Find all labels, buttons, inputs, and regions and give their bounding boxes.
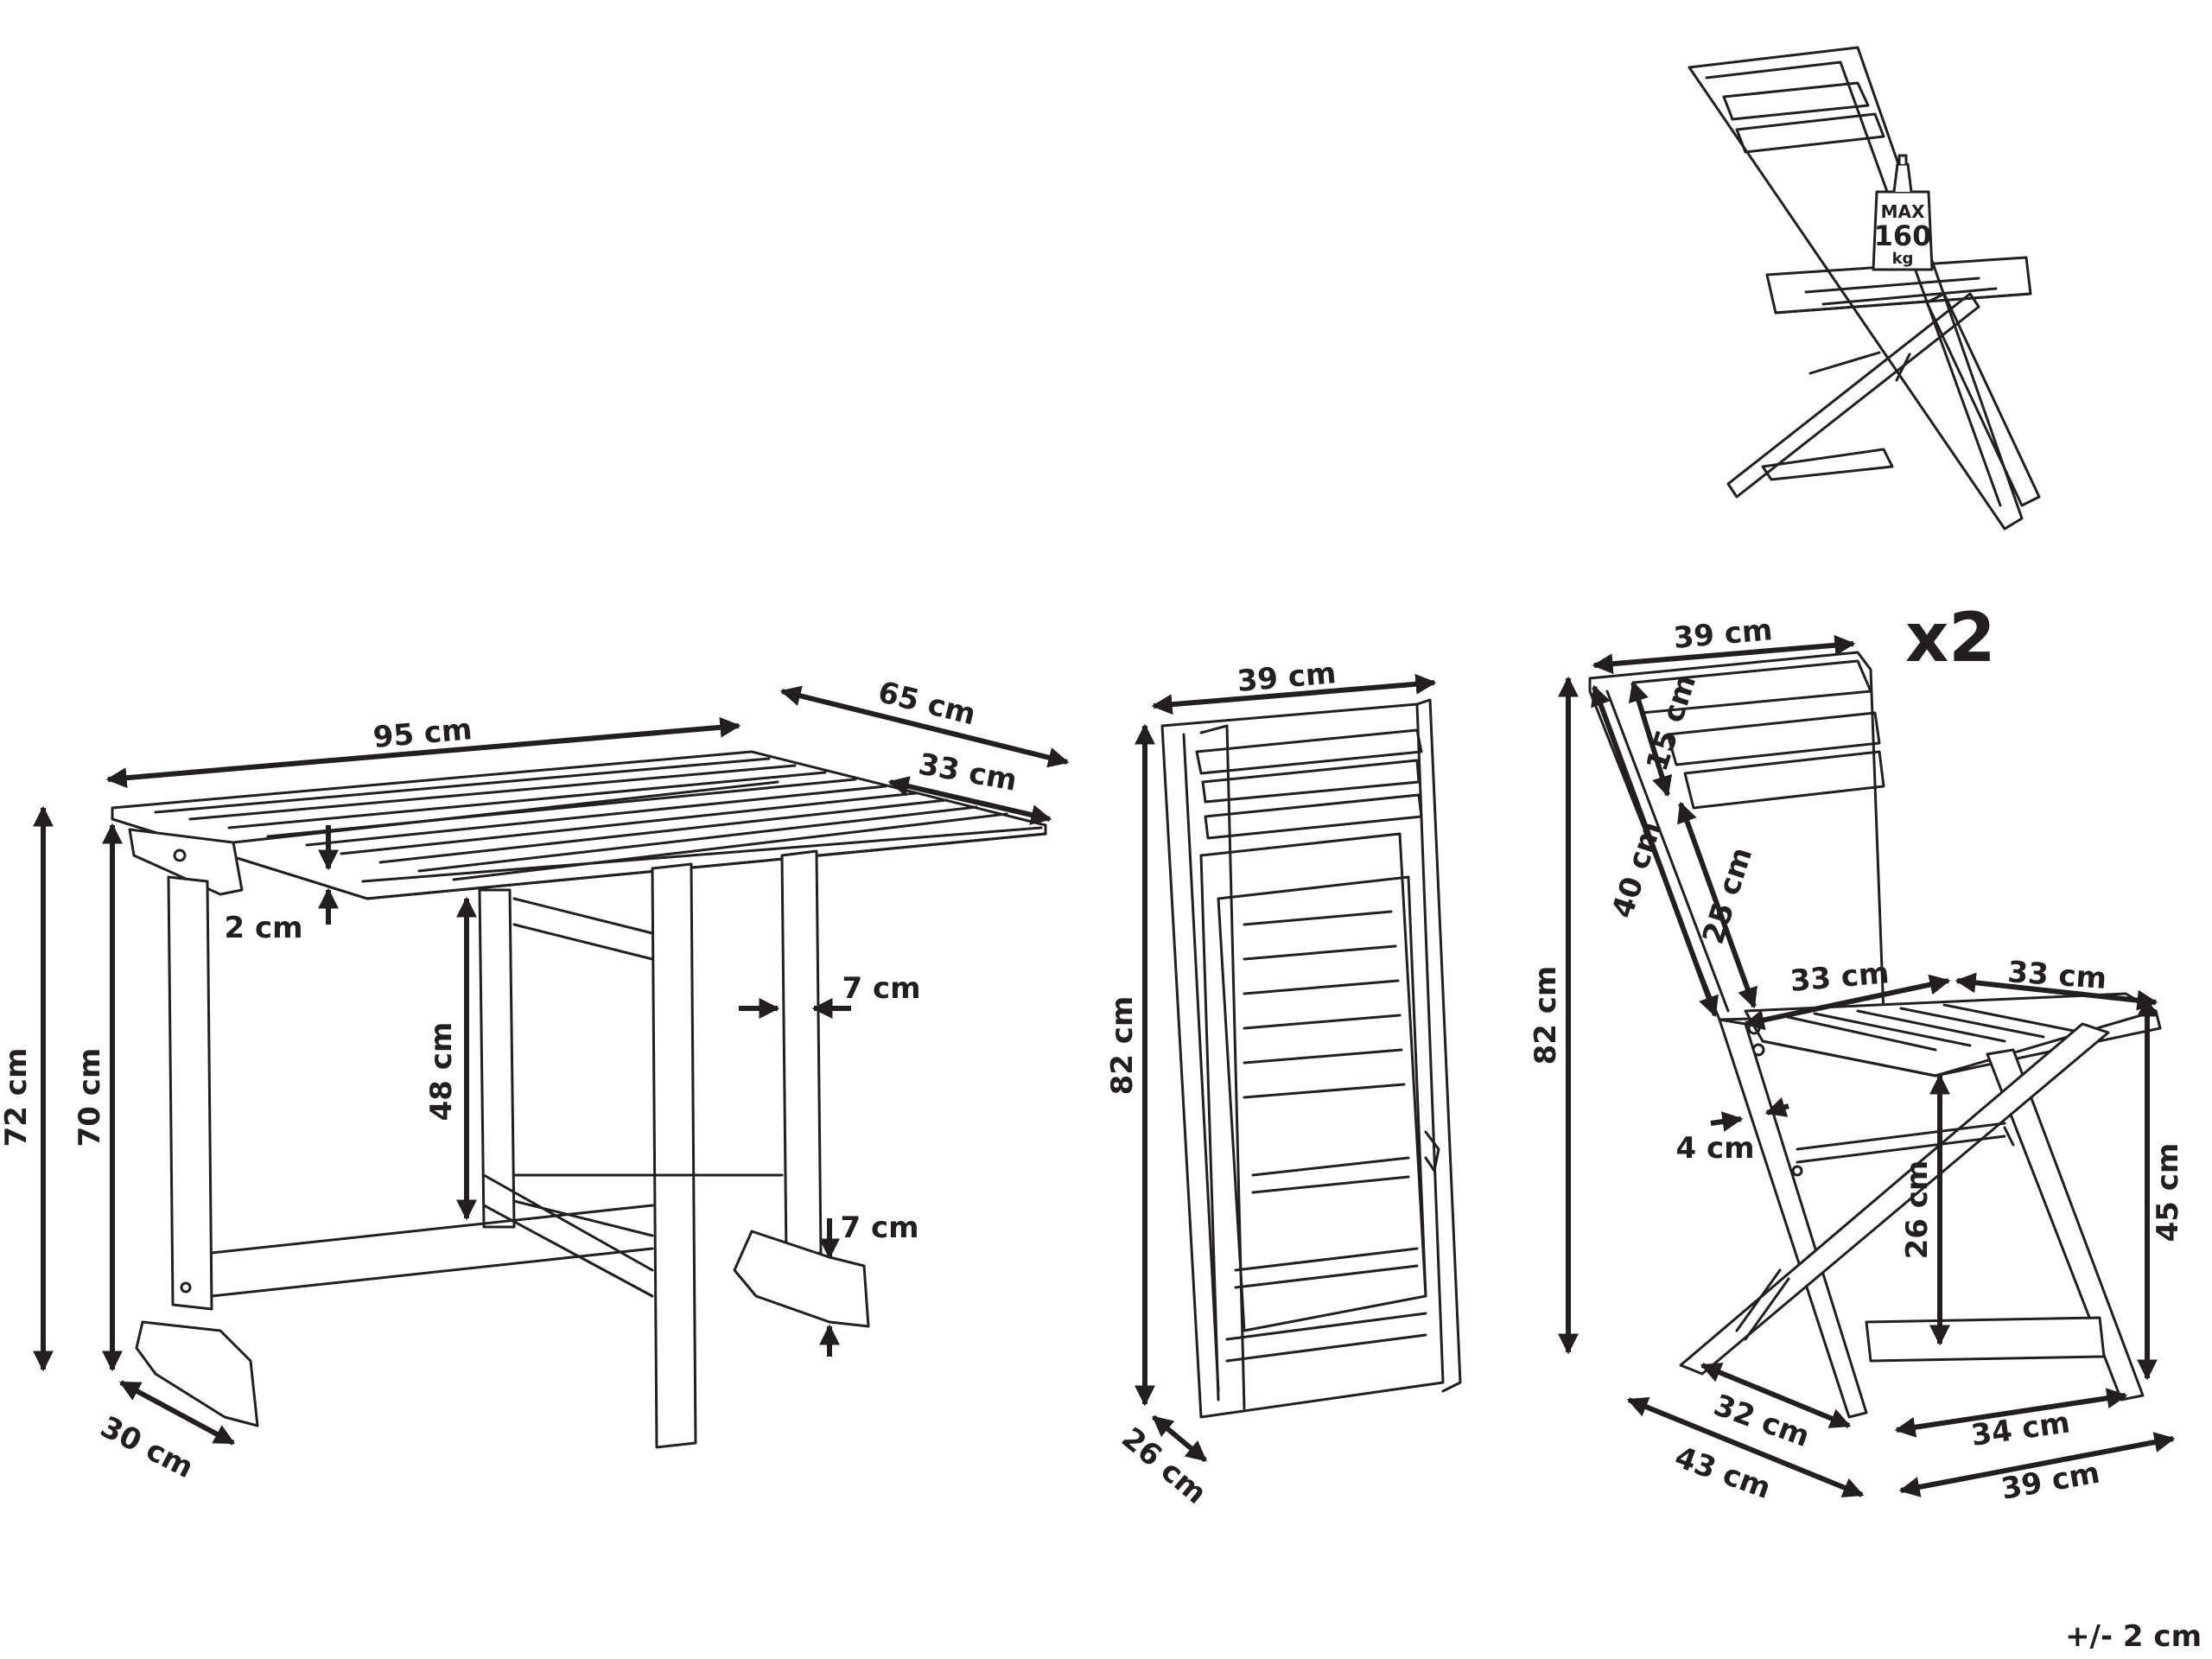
chair-depth-label: 43 cm [1670,1440,1775,1506]
dimension-lines [33,634,2176,1497]
table-depth-label: 65 cm [874,675,979,733]
badge-max-text: MAX [1881,201,1925,222]
tolerance-note: +/- 2 cm [2065,1619,2202,1654]
table-drawing [111,750,1047,1449]
table-foot-height-label: 7 cm [840,1211,918,1245]
quantity-label: x2 [1905,600,1996,677]
chair-height-label: 82 cm [1529,966,1563,1065]
badge-weight-text: 160 [1874,219,1932,252]
table-clearance-label: 48 cm [424,1022,459,1122]
capacity-badge: MAX 160 kg [1872,154,1934,271]
table-width-label: 95 cm [372,712,474,755]
badge-unit-text: kg [1892,250,1914,268]
chair-under-seat-label: 26 cm [1900,1160,1935,1260]
chair-front-span-label: 32 cm [1709,1388,1814,1454]
chair-drawing [1588,651,2162,1419]
chair-width-label: 39 cm [1999,1456,2102,1507]
table-leg-width-label: 7 cm [842,971,920,1006]
folded-chair-drawing [1160,698,1462,1419]
table-height-label: 72 cm [0,1048,34,1147]
folded-chair-depth-label: 26 cm [1115,1421,1213,1510]
chair-backrest-width-label: 39 cm [1672,613,1774,656]
chair-seat-depth-label: 33 cm [1789,956,1891,999]
table-foot-depth-label: 30 cm [95,1409,199,1485]
folded-chair-width-label: 39 cm [1236,656,1338,699]
chair-thumbnail [1688,46,2041,531]
chair-seat-width-label: 33 cm [2006,955,2107,996]
chair-rear-span-label: 34 cm [1969,1405,2072,1453]
chair-seat-height-label: 45 cm [2151,1143,2185,1243]
table-top-thickness-label: 2 cm [224,911,302,945]
chair-frame-thickness-label: 4 cm [1675,1131,1754,1166]
table-height-under-top-label: 70 cm [73,1048,107,1147]
folded-chair-height-label: 82 cm [1105,996,1140,1096]
